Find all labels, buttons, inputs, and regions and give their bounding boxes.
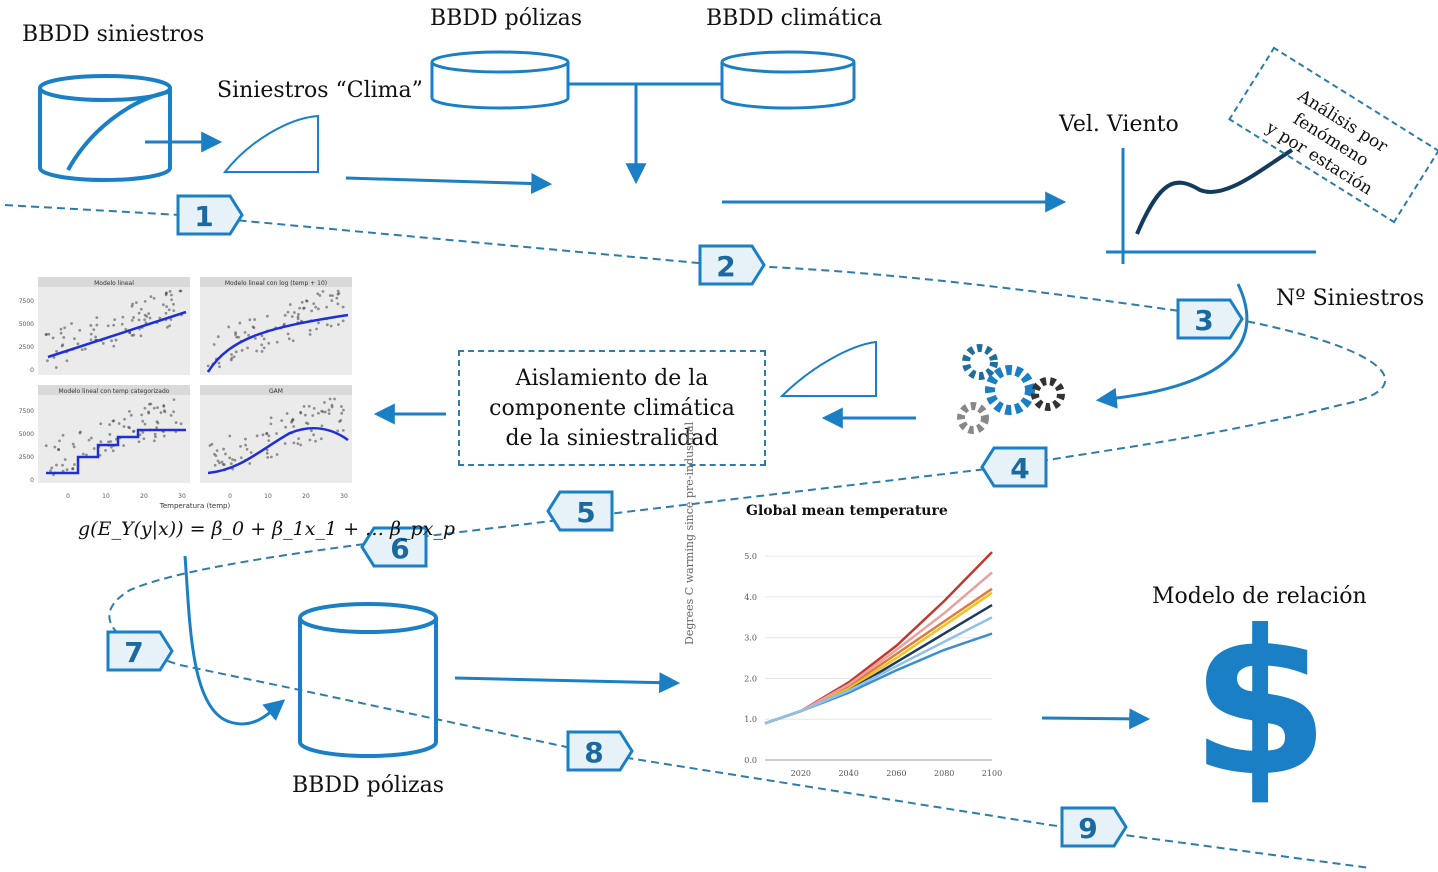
fit-line [206, 313, 349, 373]
gmt-x-tick: 2060 [886, 769, 906, 778]
step-tag-3: 3 [1176, 298, 1244, 340]
database-polizas-bottom-icon [298, 602, 438, 758]
fit-line [47, 310, 187, 359]
scatter-y-tick: 0 [30, 477, 34, 484]
scatter-x-tick: 30 [340, 493, 348, 500]
label-bbdd-polizas-top: BBDD pólizas [430, 6, 583, 31]
scatter-x-tick: 0 [66, 493, 70, 500]
gmt-chart-title: Global mean temperature [746, 503, 948, 519]
step-tag-9: 9 [1060, 806, 1128, 848]
global-mean-temperature-chart: 0.0 1.0 2.0 3.0 4.0 5.0 2020 2040 2060 2080 2100 [744, 551, 1002, 778]
step-tag-5: 5 [546, 490, 614, 532]
gmt-chart-ylabel: Degrees C warming since pre-industrial [683, 421, 696, 645]
gmt-x-tick: 2020 [791, 769, 811, 778]
scatter-y-tick: 7500 [19, 298, 34, 305]
scatter-panel-title: Modelo lineal con log (temp + 10) [225, 280, 327, 287]
siniestros-clima-shape-2 [779, 340, 877, 397]
dollar-icon: $ [1190, 588, 1330, 821]
step-number: 1 [194, 200, 213, 233]
gmt-x-tick: 2100 [982, 769, 1002, 778]
scatter-x-tick: 30 [178, 493, 186, 500]
database-siniestros-icon [38, 74, 172, 182]
label-siniestros-clima: Siniestros “Clima” [217, 78, 423, 103]
gears-icon [957, 344, 1065, 434]
scatter-panel: Modelo lineal con temp categorizado [38, 385, 190, 483]
step-number: 4 [1010, 452, 1029, 485]
label-vel-viento: Vel. Viento [1059, 112, 1179, 137]
scatter-panel: GAM [200, 385, 352, 483]
scatter-y-tick: 2500 [19, 344, 34, 351]
step-number: 5 [576, 496, 595, 529]
scatter-x-tick: 20 [140, 493, 148, 500]
scatter-panel: Modelo lineal con log (temp + 10) [200, 277, 352, 375]
database-climatica-icon [720, 50, 856, 110]
step-number: 9 [1078, 812, 1097, 845]
scatter-y-tick: 5000 [19, 431, 34, 438]
step-number: 6 [390, 532, 409, 565]
database-polizas-top-icon [430, 50, 570, 110]
gmt-y-tick: 4.0 [744, 593, 757, 602]
isolation-line1: Aislamiento de la [515, 366, 709, 391]
fit-line [46, 428, 186, 475]
flow-arrows [145, 82, 1249, 730]
step-tag-7: 7 [106, 630, 174, 672]
step-tag-2: 2 [698, 244, 766, 286]
gmt-y-tick: 0.0 [744, 756, 757, 765]
step-tag-8: 8 [566, 730, 634, 772]
scatter-y-tick: 0 [30, 367, 34, 374]
gmt-series-line [764, 571, 993, 725]
step-tag-6: 6 [360, 526, 428, 568]
isolation-box: Aislamiento de la componente climática d… [458, 350, 766, 466]
glm-formula: g(E_Y(y|x)) = β_0 + β_1x_1 + … β_px_p [78, 518, 456, 540]
scatter-panel-title: Modelo lineal [94, 280, 134, 287]
scatter-panel-title: Modelo lineal con temp categorizado [59, 388, 170, 395]
siniestros-clima-shape [222, 114, 319, 173]
gmt-y-tick: 5.0 [744, 552, 757, 561]
step-tags: 1 2 3 4 5 6 7 8 9 [106, 194, 1244, 848]
scatter-x-tick: 10 [102, 493, 110, 500]
label-bbdd-siniestros: BBDD siniestros [22, 22, 205, 47]
scatter-x-tick: 0 [228, 493, 232, 500]
label-bbdd-climatica: BBDD climática [706, 6, 883, 31]
scatter-model-panels: Modelo lineal Modelo lineal con log (temp… [19, 277, 352, 510]
isolation-line2: componente climática [489, 396, 735, 421]
gmt-series-line [764, 616, 993, 725]
scatter-panel: Modelo lineal [38, 277, 190, 375]
scatter-xlabel: Temperatura (temp) [159, 502, 231, 510]
gmt-y-tick: 1.0 [744, 715, 757, 724]
gmt-x-tick: 2040 [838, 769, 858, 778]
scatter-panel-title: GAM [269, 388, 283, 395]
label-n-siniestros: Nº Siniestros [1276, 286, 1425, 311]
step-number: 7 [124, 636, 143, 669]
wind-speed-chart [1106, 148, 1316, 264]
step-number: 3 [1194, 304, 1213, 337]
scatter-x-tick: 20 [302, 493, 310, 500]
scatter-y-tick: 7500 [19, 408, 34, 415]
step-number: 2 [716, 250, 735, 283]
step-tag-4: 4 [980, 446, 1048, 488]
label-modelo-relacion: Modelo de relación [1152, 584, 1367, 609]
gmt-x-tick: 2080 [934, 769, 954, 778]
step-number: 8 [584, 736, 603, 769]
gmt-series-line [764, 587, 993, 725]
isolation-line3: de la siniestralidad [505, 426, 719, 451]
label-bbdd-polizas-bottom: BBDD pólizas [292, 773, 445, 798]
gmt-y-tick: 3.0 [744, 634, 757, 643]
step-tag-1: 1 [176, 194, 244, 236]
fit-line [207, 427, 349, 475]
scatter-y-tick: 5000 [19, 321, 34, 328]
scatter-y-tick: 2500 [19, 454, 34, 461]
dashed-process-path [4, 204, 1387, 869]
gmt-y-tick: 2.0 [744, 674, 757, 683]
scatter-x-tick: 10 [264, 493, 272, 500]
